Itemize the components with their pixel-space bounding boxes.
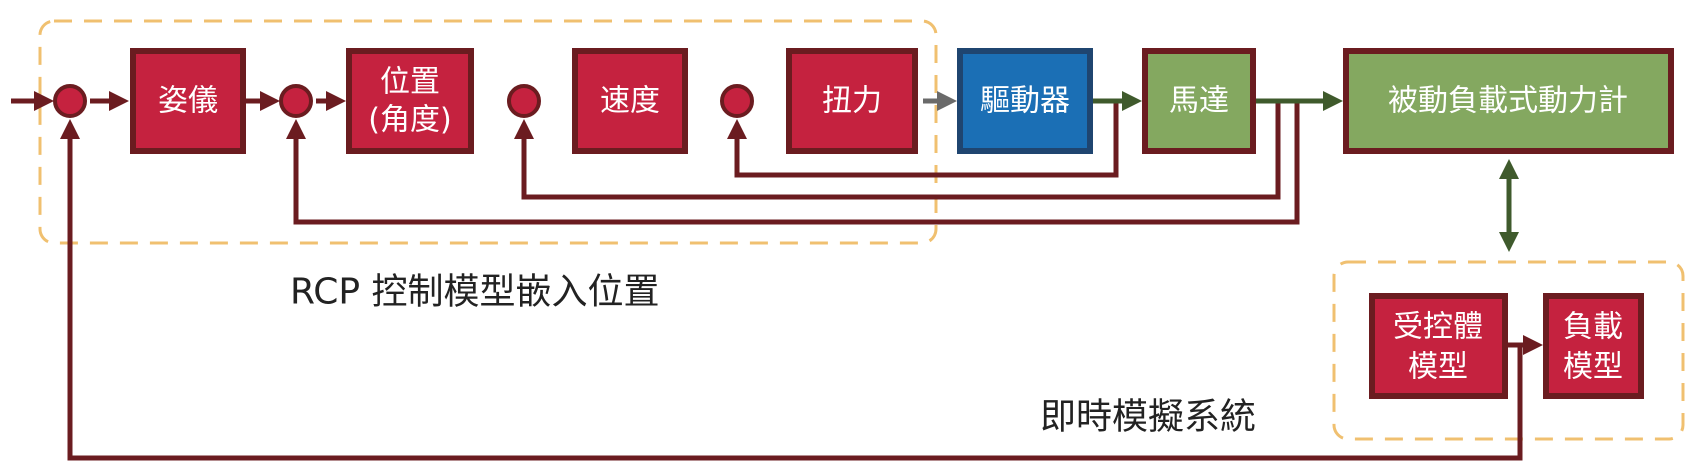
attitude-feedback-line xyxy=(60,119,1523,461)
dynamometer-block xyxy=(1343,48,1674,154)
plant-model-block xyxy=(1369,293,1508,399)
load-label-line1: 負載 xyxy=(1563,310,1623,345)
position-label-line1: 位置 xyxy=(380,65,440,100)
torque-label: 扭力 xyxy=(822,84,882,119)
velocity-feedback-line xyxy=(514,101,1281,200)
summing-junction-3 xyxy=(507,84,541,118)
motor-label: 馬達 xyxy=(1169,84,1229,119)
summing-junction-2 xyxy=(279,84,313,118)
plant-label-line1: 受控體 xyxy=(1393,310,1483,345)
load-label-line2: 模型 xyxy=(1563,350,1623,385)
dynamometer-label: 被動負載式動力計 xyxy=(1388,84,1628,119)
summing-junction-1 xyxy=(53,84,87,118)
realtime-group-label: 即時模擬系統 xyxy=(1040,397,1256,438)
load-model-block xyxy=(1543,293,1644,399)
rcp-group-label: RCP 控制模型嵌入位置 xyxy=(290,272,660,313)
torque-block xyxy=(786,48,918,154)
driver-label: 驅動器 xyxy=(980,84,1070,119)
attitude-label: 姿儀 xyxy=(158,84,218,119)
summing-junction-4 xyxy=(720,84,754,118)
motor-block xyxy=(1142,48,1256,154)
attitude-block xyxy=(130,48,246,154)
velocity-block xyxy=(572,48,688,154)
driver-block xyxy=(957,48,1093,154)
realtime-group-border xyxy=(1332,260,1685,441)
torque-feedback-line xyxy=(727,101,1119,178)
position-feedback-line xyxy=(286,101,1300,225)
velocity-label: 速度 xyxy=(600,84,660,119)
rcp-group-border xyxy=(38,19,938,245)
position-block xyxy=(346,48,474,154)
plant-label-line2: 模型 xyxy=(1408,350,1468,385)
position-label-line2: (角度) xyxy=(368,103,451,138)
